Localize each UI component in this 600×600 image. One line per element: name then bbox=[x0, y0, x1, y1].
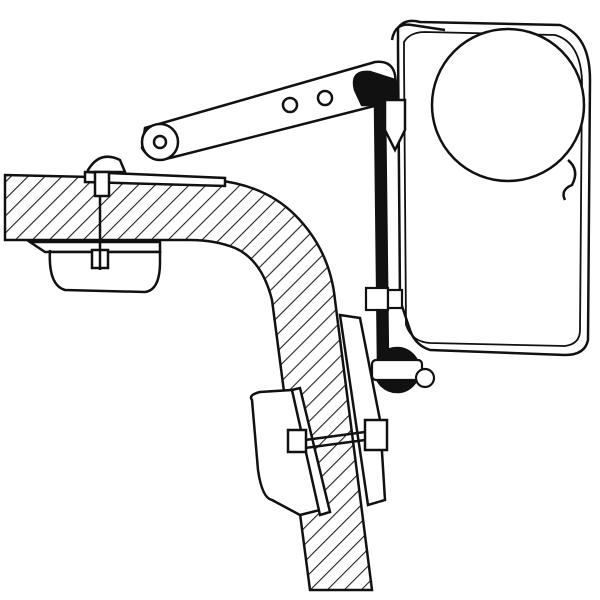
mounting-arm bbox=[140, 60, 400, 162]
bolt bbox=[364, 286, 436, 389]
roof-section bbox=[3, 173, 374, 592]
awning-cassette bbox=[390, 19, 592, 357]
awning-roller bbox=[430, 27, 586, 183]
wall-clamp bbox=[249, 313, 389, 517]
roof-clamp bbox=[25, 155, 227, 294]
